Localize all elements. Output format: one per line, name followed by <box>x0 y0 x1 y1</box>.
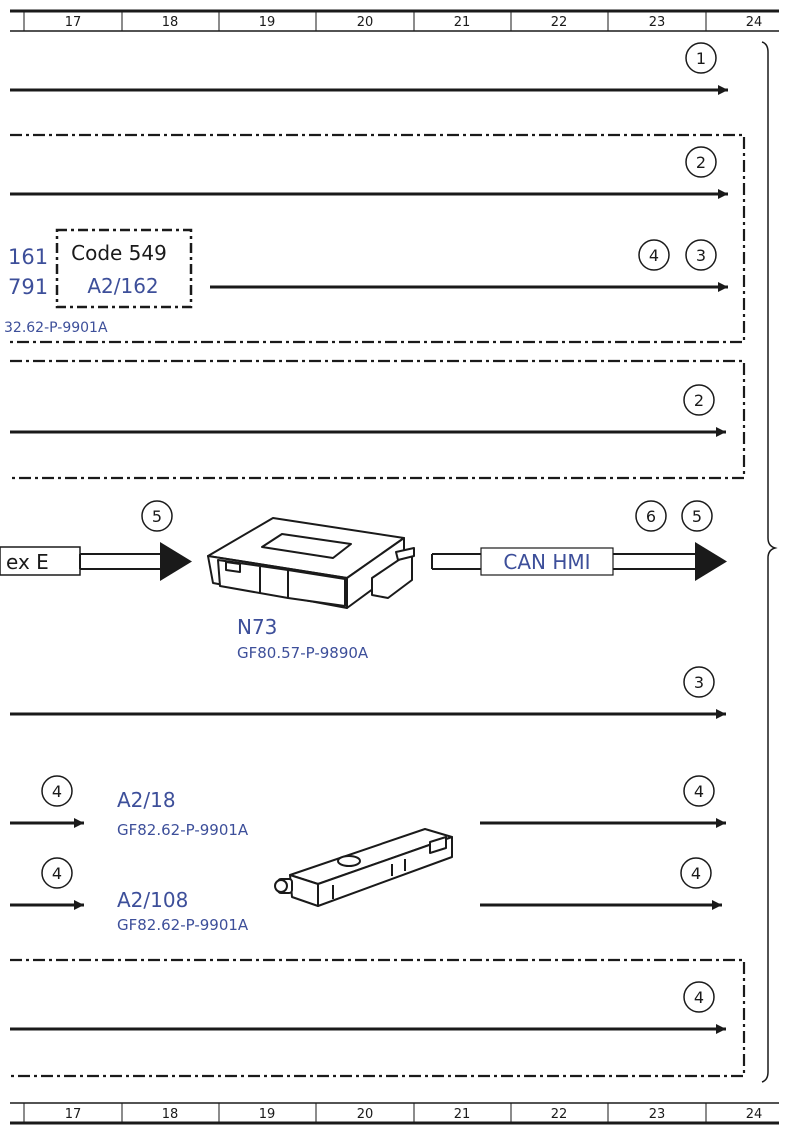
ruler-number: 19 <box>259 1107 276 1122</box>
component-id-partial: 791 <box>8 275 48 299</box>
component-id-partial: 161 <box>8 245 48 269</box>
ref-circle <box>680 857 712 889</box>
ruler-number: 18 <box>162 1107 179 1122</box>
ref-circle <box>141 500 173 532</box>
bus-label: ex E <box>6 550 49 574</box>
ref-circle <box>685 239 717 271</box>
ref-circle <box>683 384 715 416</box>
component-id: N73 <box>237 615 277 639</box>
doc-reference: GF82.62-P-9901A <box>117 821 249 839</box>
ruler-number: 17 <box>65 15 82 30</box>
ruler-number: 17 <box>65 1107 82 1122</box>
component-id: A2/108 <box>117 888 188 912</box>
ref-circle <box>638 239 670 271</box>
ref-number: 4 <box>691 864 701 883</box>
ref-number: 2 <box>696 153 706 172</box>
ref-number: 3 <box>696 246 706 265</box>
ref-number: 5 <box>152 507 162 526</box>
code-label: Code 549 <box>71 241 167 265</box>
ruler-number: 23 <box>649 15 666 30</box>
ref-number: 1 <box>696 49 706 68</box>
component-id: A2/18 <box>117 788 176 812</box>
ref-number: 4 <box>52 864 62 883</box>
ruler-number: 20 <box>357 1107 374 1122</box>
ruler-number: 23 <box>649 1107 666 1122</box>
ref-circle <box>685 42 717 74</box>
ref-circle <box>683 775 715 807</box>
ruler-number: 22 <box>551 15 568 30</box>
ref-circle <box>41 775 73 807</box>
doc-reference: GF82.62-P-9901A <box>117 916 249 934</box>
ref-circle <box>681 500 713 532</box>
ref-number: 4 <box>694 988 704 1007</box>
component-id: A2/162 <box>87 274 158 298</box>
doc-reference: GF80.57-P-9890A <box>237 644 369 662</box>
can-bus-left: ex E <box>0 542 192 581</box>
top-ruler: 17 18 19 20 21 22 23 24 <box>10 9 779 32</box>
ruler-number: 21 <box>454 1107 471 1122</box>
ruler-number: 24 <box>746 1107 763 1122</box>
doc-reference-partial: 32.62-P-9901A <box>4 320 108 336</box>
ref-circle <box>683 666 715 698</box>
bottom-ruler: 17 18 19 20 21 22 23 24 <box>10 1102 779 1125</box>
ref-number: 4 <box>649 246 659 265</box>
group-boundary-lower <box>10 958 746 1078</box>
ref-number: 3 <box>694 673 704 692</box>
group-boundary-middle <box>10 359 746 480</box>
ref-number: 6 <box>646 507 656 526</box>
group-boundary-upper <box>10 133 746 344</box>
ref-number: 4 <box>694 782 704 801</box>
ruler-number: 20 <box>357 15 374 30</box>
ref-number: 4 <box>52 782 62 801</box>
ruler-number: 19 <box>259 15 276 30</box>
ref-number: 5 <box>692 507 702 526</box>
bus-label: CAN HMI <box>503 550 590 574</box>
ref-circle <box>41 857 73 889</box>
right-brace <box>761 41 778 1083</box>
ref-circle <box>635 500 667 532</box>
ruler-number: 24 <box>746 15 763 30</box>
ruler-number: 22 <box>551 1107 568 1122</box>
ruler-number: 18 <box>162 15 179 30</box>
antenna-module-illustration <box>274 828 453 907</box>
code-549-box: Code 549 A2/162 <box>55 228 193 309</box>
ref-number: 2 <box>694 391 704 410</box>
n73-control-unit-illustration <box>207 517 415 609</box>
ruler-number: 21 <box>454 15 471 30</box>
can-bus-right: CAN HMI <box>431 542 727 581</box>
ref-circle <box>685 146 717 178</box>
ref-circle <box>683 981 715 1013</box>
